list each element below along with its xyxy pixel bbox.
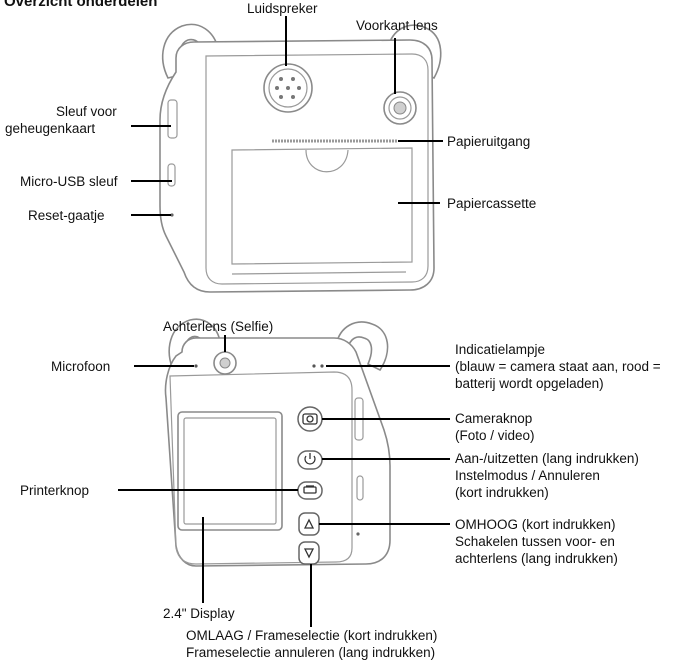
label-indicator-line1: Indicatielampje [455,342,545,357]
label-reset-hole: Reset-gaatje [28,208,105,223]
label-power-line3: (kort indrukken) [455,485,549,500]
label-indicator-line3: batterij wordt opgeladen) [455,376,604,391]
label-usb-slot: Micro-USB sleuf [20,174,118,189]
label-printer-button: Printerknop [20,483,89,498]
up-button[interactable] [299,513,319,535]
label-camera-button-line2: (Foto / video) [455,428,535,443]
label-microphone: Microfoon [51,359,110,374]
label-up-line1: OMHOOG (kort indrukken) [455,517,616,532]
back-camera-illustration [165,319,390,566]
label-speaker: Luidspreker [247,1,318,16]
label-down-line1: OMLAAG / Frameselectie (kort indrukken) [186,628,437,643]
label-paper-cassette: Papiercassette [447,196,536,211]
label-indicator-line2: (blauw = camera staat aan, rood = [455,359,661,374]
label-paper-exit: Papieruitgang [447,134,530,149]
label-up-line3: achterlens (lang indrukken) [455,551,618,566]
power-button[interactable] [298,451,322,469]
label-down-line2: Frameselectie annuleren (lang indrukken) [186,645,435,660]
label-sd-slot-line2: geheugenkaart [5,121,95,136]
label-display: 2.4" Display [163,606,235,621]
label-camera-button-line1: Cameraknop [455,411,532,426]
label-up-line2: Schakelen tussen voor- en [455,534,615,549]
label-front-lens: Voorkant lens [356,18,438,33]
printer-button[interactable] [298,482,322,499]
camera-button[interactable] [298,407,322,431]
label-power-line2: Instelmodus / Annuleren [455,468,600,483]
label-rear-lens: Achterlens (Selfie) [163,319,273,334]
front-camera-illustration [160,24,441,292]
diagram-title: Overzicht onderdelen [4,0,157,10]
label-sd-slot-line1: Sleuf voor [56,104,117,119]
label-power-line1: Aan-/uitzetten (lang indrukken) [455,451,639,466]
down-button[interactable] [299,542,319,564]
